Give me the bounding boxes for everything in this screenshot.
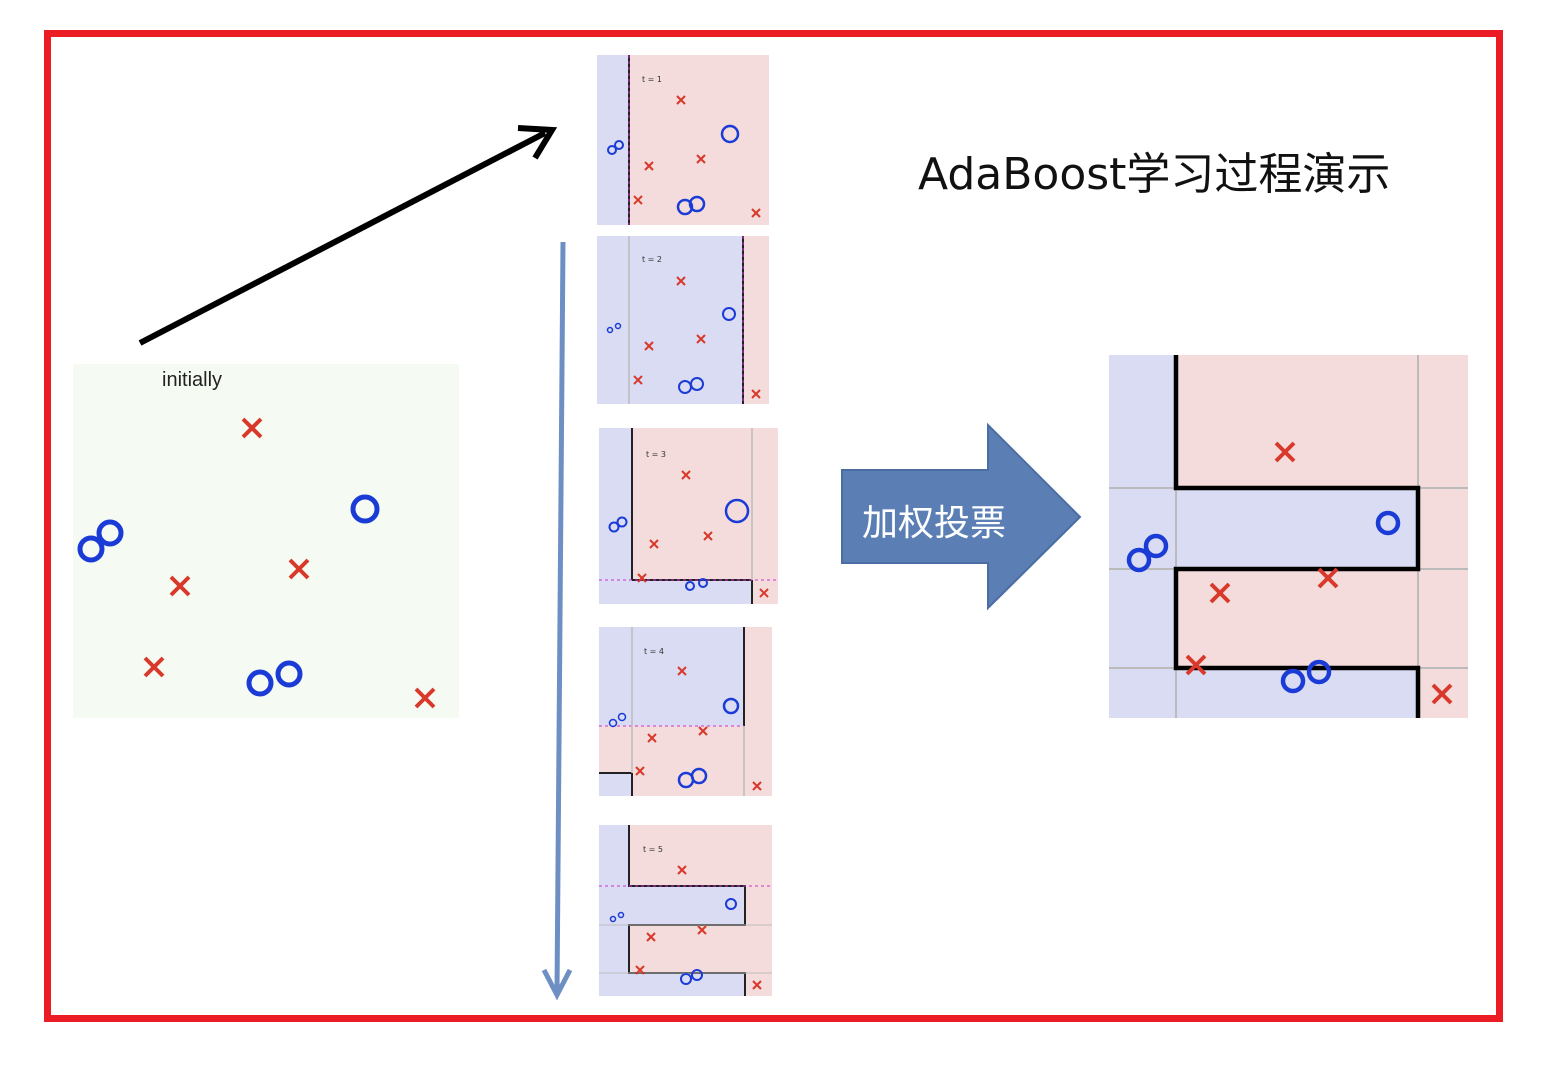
round-label: t = 5 — [643, 845, 663, 854]
weighted-vote-label: 加权投票 — [862, 503, 1007, 544]
positive-sample — [246, 669, 274, 697]
round-panel-3: t = 3 — [599, 428, 778, 604]
round-label: t = 2 — [642, 255, 662, 264]
round-panel-5: t = 5 — [599, 825, 772, 996]
positive-sample — [350, 494, 380, 524]
page-title: AdaBoost学习过程演示 — [918, 149, 1391, 200]
positive-sample — [275, 660, 303, 688]
weighted-vote-arrow — [841, 422, 1082, 611]
round-label: t = 1 — [642, 75, 662, 84]
diagonal-arrow — [138, 125, 558, 346]
round-panel-1: t = 1 — [597, 55, 769, 225]
down-arrow — [541, 241, 573, 1001]
round-label: t = 4 — [644, 647, 664, 656]
outer-red-frame — [44, 30, 1503, 1022]
positive-sample — [96, 519, 124, 547]
round-panel-2: t = 2 — [597, 236, 769, 404]
round-panel-4: t = 4 — [599, 627, 772, 796]
initial-panel — [73, 364, 459, 718]
positive-sample — [77, 535, 105, 563]
round-label: t = 3 — [646, 450, 666, 459]
final-classifier-panel — [1109, 355, 1468, 718]
initial-panel-label: initially — [162, 369, 223, 391]
